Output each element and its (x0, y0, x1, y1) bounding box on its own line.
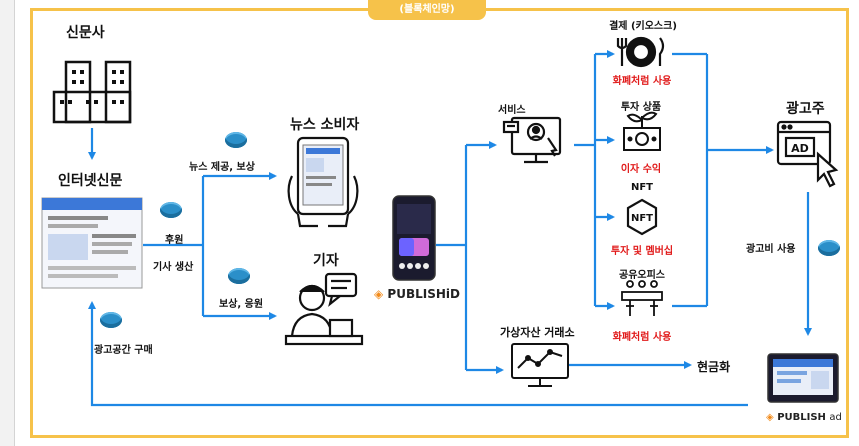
node-news-consumer: 뉴스 소비자 (290, 117, 360, 133)
service-benefit-office: 화폐처럼 사용 (612, 332, 672, 343)
node-exchange: 가상자산 거래소 (500, 326, 575, 339)
service-benefit-invest: 이자 수익 (620, 164, 662, 175)
service-title-invest: 투자 상품 (620, 102, 662, 113)
investment-money-icon (623, 111, 661, 151)
edge-reward-support: 보상, 응원 (219, 299, 264, 310)
coin-icon (818, 240, 840, 256)
internet-newspaper-screenshot (41, 197, 143, 289)
publishid-phone (392, 195, 436, 281)
service-title-nft: NFT (630, 182, 654, 193)
service-benefit-nft: 투자 및 멤버십 (610, 246, 674, 257)
node-service: 서비스 (498, 105, 526, 116)
edge-ad-space-purchase: 광고공간 구매 (94, 345, 153, 356)
journalist-icon (284, 272, 364, 346)
svg-text:AD: AD (791, 142, 809, 155)
blockchain-network-tab: (블록체인망) (368, 0, 486, 20)
edge-news-provision: 뉴스 제공, 보상 (189, 162, 255, 173)
node-newspaper-company: 신문사 (66, 25, 105, 41)
publishad-logo: ◈ PUBLISH ad (766, 412, 842, 423)
publishid-logo-text: PUBLISHiD (387, 287, 460, 301)
publishid-logo: ◈ PUBLISHiD (374, 287, 460, 301)
node-journalist: 기자 (313, 253, 339, 269)
service-benefit-kiosk: 화폐처럼 사용 (612, 76, 672, 87)
exchange-chart-icon (511, 343, 569, 387)
left-window-strip (0, 0, 15, 446)
service-title-kiosk: 결제 (키오스크) (609, 21, 677, 32)
edge-sponsor: 후원 (165, 235, 184, 246)
node-cash-out: 현금화 (697, 360, 731, 374)
node-internet-newspaper: 인터넷신문 (58, 173, 123, 189)
buildings-icon (52, 60, 132, 124)
tablet-hands-icon (287, 136, 359, 228)
edge-ad-cost-use: 광고비 사용 (746, 244, 796, 255)
arrow-publishad-to-internet (88, 301, 748, 407)
plate-fork-knife-icon (616, 36, 665, 68)
svg-text:NFT: NFT (631, 213, 653, 224)
shared-office-icon (621, 280, 663, 316)
coin-icon (225, 132, 247, 148)
coin-icon (160, 202, 182, 218)
node-advertiser: 광고주 (786, 101, 825, 117)
publishad-logo-suffix: ad (829, 412, 842, 423)
nft-badge-icon: NFT (626, 198, 658, 236)
connectors (88, 50, 812, 407)
service-icon (502, 116, 562, 164)
publishad-device (767, 353, 839, 403)
publishad-logo-mark: ◈ (766, 412, 774, 423)
edge-article-production: 기사 생산 (153, 262, 194, 273)
ad-window-icon: AD (776, 120, 839, 188)
coin-icon (228, 268, 250, 284)
publishid-logo-mark: ◈ (374, 287, 384, 301)
service-title-office: 공유오피스 (619, 270, 665, 281)
publishad-logo-text: PUBLISH (777, 412, 826, 423)
coin-icon (100, 312, 122, 328)
